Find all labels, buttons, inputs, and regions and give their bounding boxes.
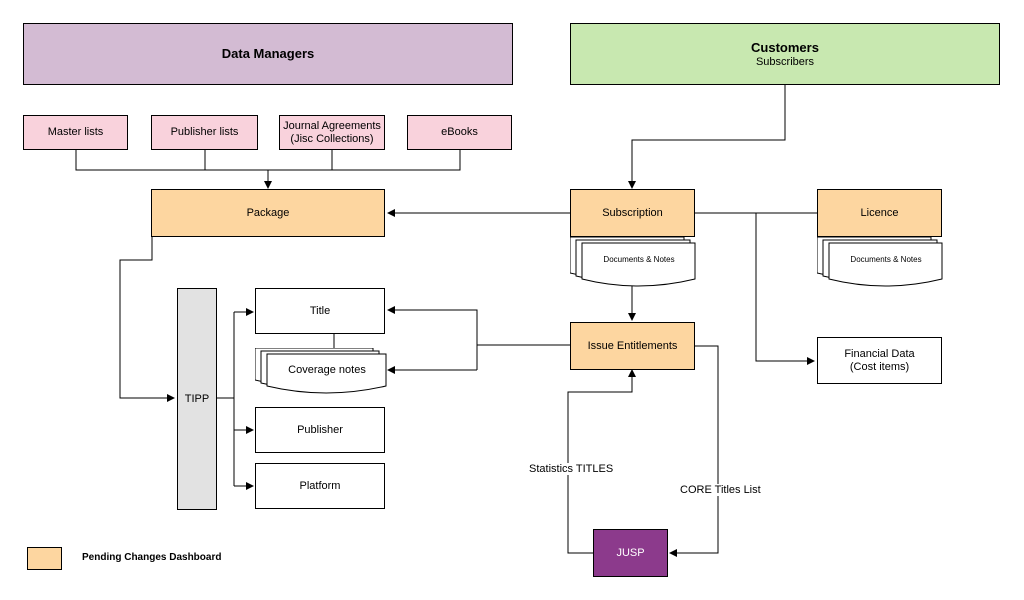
customers-box: Customers Subscribers — [570, 23, 1000, 85]
licence-documents-label: Documents & Notes — [850, 255, 922, 264]
licence-documents: Documents & Notes — [817, 237, 943, 287]
master-lists-box: Master lists — [23, 115, 128, 150]
platform-box: Platform — [255, 463, 385, 509]
jusp-box: JUSP — [593, 529, 668, 577]
publisher-lists-label: Publisher lists — [170, 126, 239, 138]
title-label: Title — [309, 304, 331, 317]
data-managers-box: Data Managers — [23, 23, 513, 85]
package-box: Package — [151, 189, 385, 237]
journal-agreements-label-line1: Journal Agreements — [283, 119, 381, 132]
title-box: Title — [255, 288, 385, 334]
subscription-label: Subscription — [602, 206, 663, 219]
document-stack-icon — [817, 237, 943, 287]
journal-agreements-box: Journal Agreements (Jisc Collections) — [279, 115, 385, 150]
data-managers-title: Data Managers — [221, 46, 315, 61]
master-lists-label: Master lists — [47, 126, 104, 138]
coverage-notes-label: Coverage notes — [288, 364, 366, 376]
publisher-label: Publisher — [297, 423, 343, 436]
financial-data-label-line2: (Cost items) — [849, 360, 910, 373]
financial-data-box: Financial Data (Cost items) — [817, 337, 942, 384]
customers-subtitle: Subscribers — [755, 55, 815, 68]
issue-entitlements-box: Issue Entitlements — [570, 322, 695, 370]
issue-entitlements-label: Issue Entitlements — [587, 339, 678, 352]
package-label: Package — [246, 206, 290, 219]
coverage-notes-documents: Coverage notes — [255, 348, 387, 394]
customers-title: Customers — [751, 39, 819, 55]
licence-label: Licence — [860, 206, 899, 219]
document-stack-icon — [570, 237, 696, 287]
subscription-documents: Documents & Notes — [570, 237, 696, 287]
financial-data-label-line1: Financial Data — [844, 347, 915, 360]
jusp-label: JUSP — [616, 546, 645, 559]
legend-label: Pending Changes Dashboard — [82, 552, 222, 563]
ebooks-box: eBooks — [407, 115, 512, 150]
ebooks-label: eBooks — [441, 126, 478, 138]
licence-box: Licence — [817, 189, 942, 237]
publisher-box: Publisher — [255, 407, 385, 453]
document-stack-icon — [255, 348, 387, 394]
core-titles-list-label: CORE Titles List — [680, 484, 761, 496]
subscription-documents-label: Documents & Notes — [603, 255, 675, 264]
tipp-label: TIPP — [184, 392, 210, 405]
journal-agreements-label-line2: (Jisc Collections) — [290, 132, 374, 145]
publisher-lists-box: Publisher lists — [151, 115, 258, 150]
platform-label: Platform — [299, 479, 341, 492]
statistics-titles-label: Statistics TITLES — [529, 463, 614, 475]
subscription-box: Subscription — [570, 189, 695, 237]
tipp-box: TIPP — [177, 288, 217, 510]
legend-swatch — [27, 547, 62, 570]
